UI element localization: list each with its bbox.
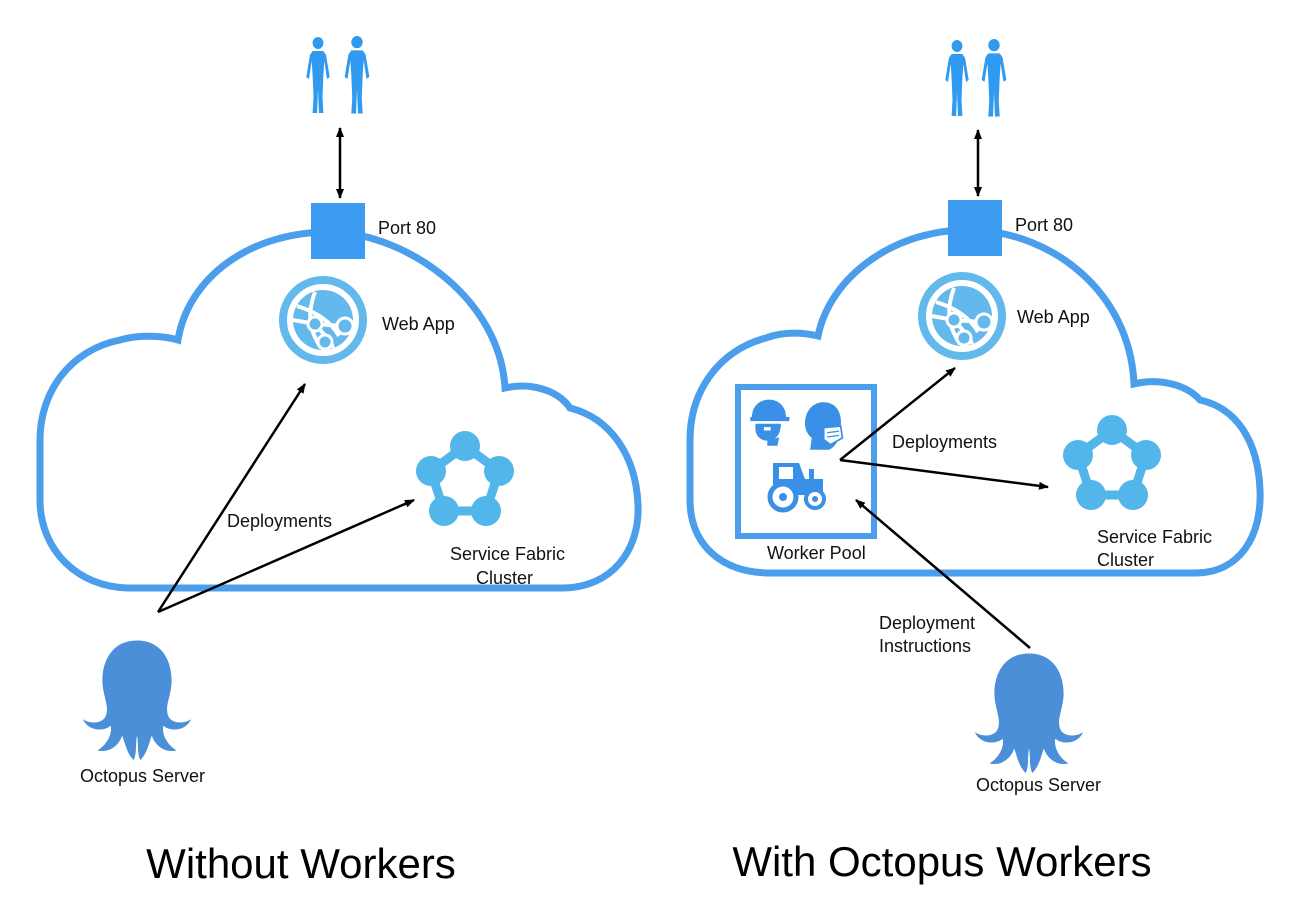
web-app-label: Web App xyxy=(1017,307,1090,327)
web-app-icon xyxy=(283,280,363,360)
port-icon xyxy=(948,200,1002,256)
hard-hat-worker-icon xyxy=(750,399,790,446)
web-app-label: Web App xyxy=(382,314,455,334)
octopus-label: Octopus Server xyxy=(80,766,205,786)
octopus-icon xyxy=(82,640,192,761)
instructions-label-line2: Instructions xyxy=(879,636,971,656)
worker-pool-label: Worker Pool xyxy=(767,543,866,563)
deploy-arrow-webapp xyxy=(156,383,307,613)
service-fabric-icon xyxy=(416,431,514,526)
port-label: Port 80 xyxy=(378,218,436,238)
port-icon xyxy=(311,203,365,259)
octopus-label: Octopus Server xyxy=(976,775,1101,795)
deployments-label: Deployments xyxy=(892,432,997,452)
tractor-icon xyxy=(770,463,824,510)
left-panel: Port 80 Web App Service Fabric Cluster D… xyxy=(36,36,642,887)
deploy-arrow-fabric xyxy=(157,498,415,614)
deployments-label: Deployments xyxy=(227,511,332,531)
deploy-arrow-webapp xyxy=(839,367,956,461)
instructions-arrow xyxy=(855,499,1031,649)
service-fabric-label-line1: Service Fabric xyxy=(1097,527,1212,547)
port-label: Port 80 xyxy=(1015,215,1073,235)
octopus-icon xyxy=(974,653,1084,774)
right-panel: Port 80 Web App Worker Pool Service Fabr… xyxy=(686,39,1264,885)
panel-caption: Without Workers xyxy=(146,840,456,887)
web-app-icon xyxy=(922,276,1002,356)
deploy-arrow-fabric xyxy=(839,458,1049,490)
masked-worker-icon xyxy=(804,401,844,451)
service-fabric-label-line2: Cluster xyxy=(476,568,533,588)
users-icon xyxy=(306,36,370,114)
panel-caption: With Octopus Workers xyxy=(732,838,1151,885)
service-fabric-label-line2: Cluster xyxy=(1097,550,1154,570)
service-fabric-label-line1: Service Fabric xyxy=(450,544,565,564)
worker-pool-box xyxy=(735,384,877,539)
instructions-label-line1: Deployment xyxy=(879,613,975,633)
users-icon xyxy=(945,39,1007,117)
service-fabric-icon xyxy=(1063,415,1161,510)
